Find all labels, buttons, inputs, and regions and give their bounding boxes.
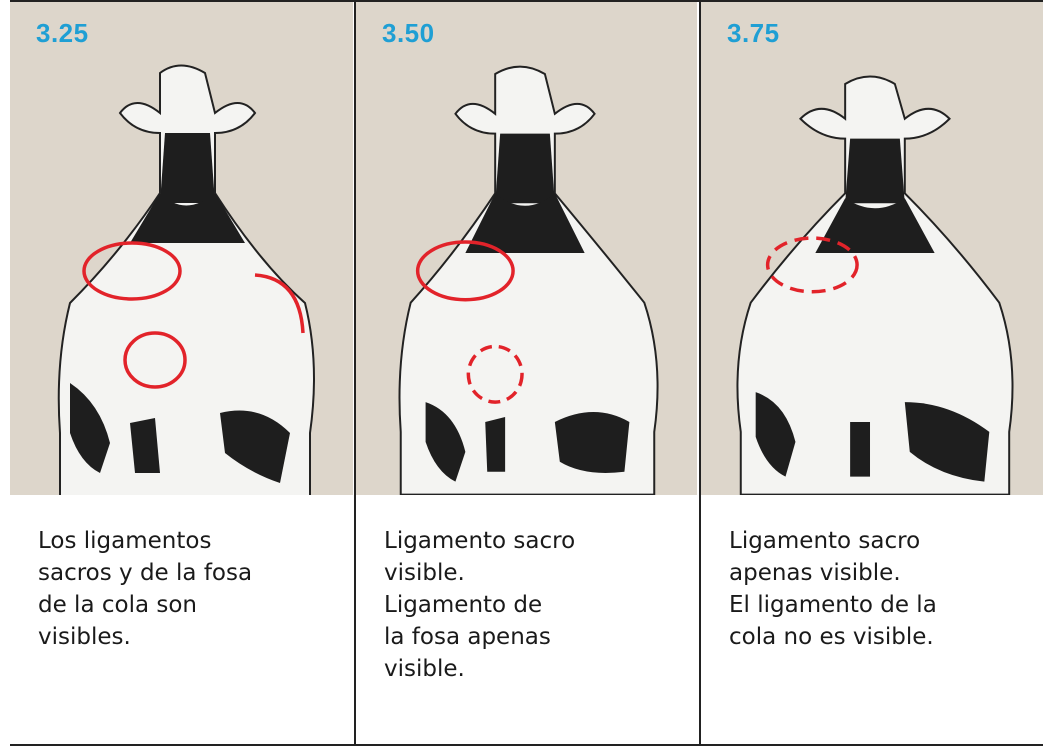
- solid-circle-marker: [82, 241, 182, 301]
- caption-line: visible.: [384, 560, 465, 586]
- caption-line: sacros y de la fosa: [38, 560, 253, 586]
- caption-area: Ligamento sacro apenas visible. El ligam…: [701, 495, 1043, 744]
- dashed-circle-marker: [466, 344, 524, 404]
- caption-line: Ligamento de: [384, 592, 543, 618]
- solid-circle-marker: [415, 240, 515, 302]
- dashed-circle-marker: [765, 236, 859, 294]
- condition-score: 3.75: [727, 18, 780, 48]
- condition-score: 3.25: [36, 18, 89, 48]
- caption-line: cola no es visible.: [729, 624, 934, 650]
- caption-line: visible.: [384, 656, 465, 682]
- caption-area: Ligamento sacro visible. Ligamento de la…: [356, 495, 697, 744]
- solid-circle-marker: [123, 331, 187, 389]
- caption-line: visibles.: [38, 624, 131, 650]
- caption: Ligamento sacro visible. Ligamento de la…: [384, 525, 575, 685]
- illustration-area: 3.25: [10, 2, 353, 497]
- caption-line: Los ligamentos: [38, 528, 212, 554]
- caption: Ligamento sacro apenas visible. El ligam…: [729, 525, 937, 653]
- caption-line: El ligamento de la: [729, 592, 937, 618]
- caption-line: apenas visible.: [729, 560, 901, 586]
- panel-score-3-50: 3.50 Ligamento sacro visible. Ligamento …: [354, 0, 697, 746]
- caption-line: la fosa apenas: [384, 624, 551, 650]
- caption-line: Ligamento sacro: [729, 528, 921, 554]
- panel-score-3-25: 3.25 Los ligamentos sacros y de la fosa …: [10, 0, 353, 746]
- caption-line: Ligamento sacro: [384, 528, 576, 554]
- cow-rear-illustration: [57, 64, 315, 497]
- cow-rear-illustration: [398, 65, 659, 496]
- caption-line: de la cola son: [38, 592, 198, 618]
- cow-rear-illustration: [736, 75, 1014, 496]
- illustration-area: 3.50: [356, 2, 697, 497]
- panel-score-3-75: 3.75 Ligamento sacro apenas visible. El …: [699, 0, 1043, 746]
- caption: Los ligamentos sacros y de la fosa de la…: [38, 525, 252, 653]
- solid-arc-marker: [254, 273, 305, 334]
- illustration-area: 3.75: [701, 2, 1043, 497]
- condition-score: 3.50: [382, 18, 435, 48]
- caption-area: Los ligamentos sacros y de la fosa de la…: [10, 495, 353, 744]
